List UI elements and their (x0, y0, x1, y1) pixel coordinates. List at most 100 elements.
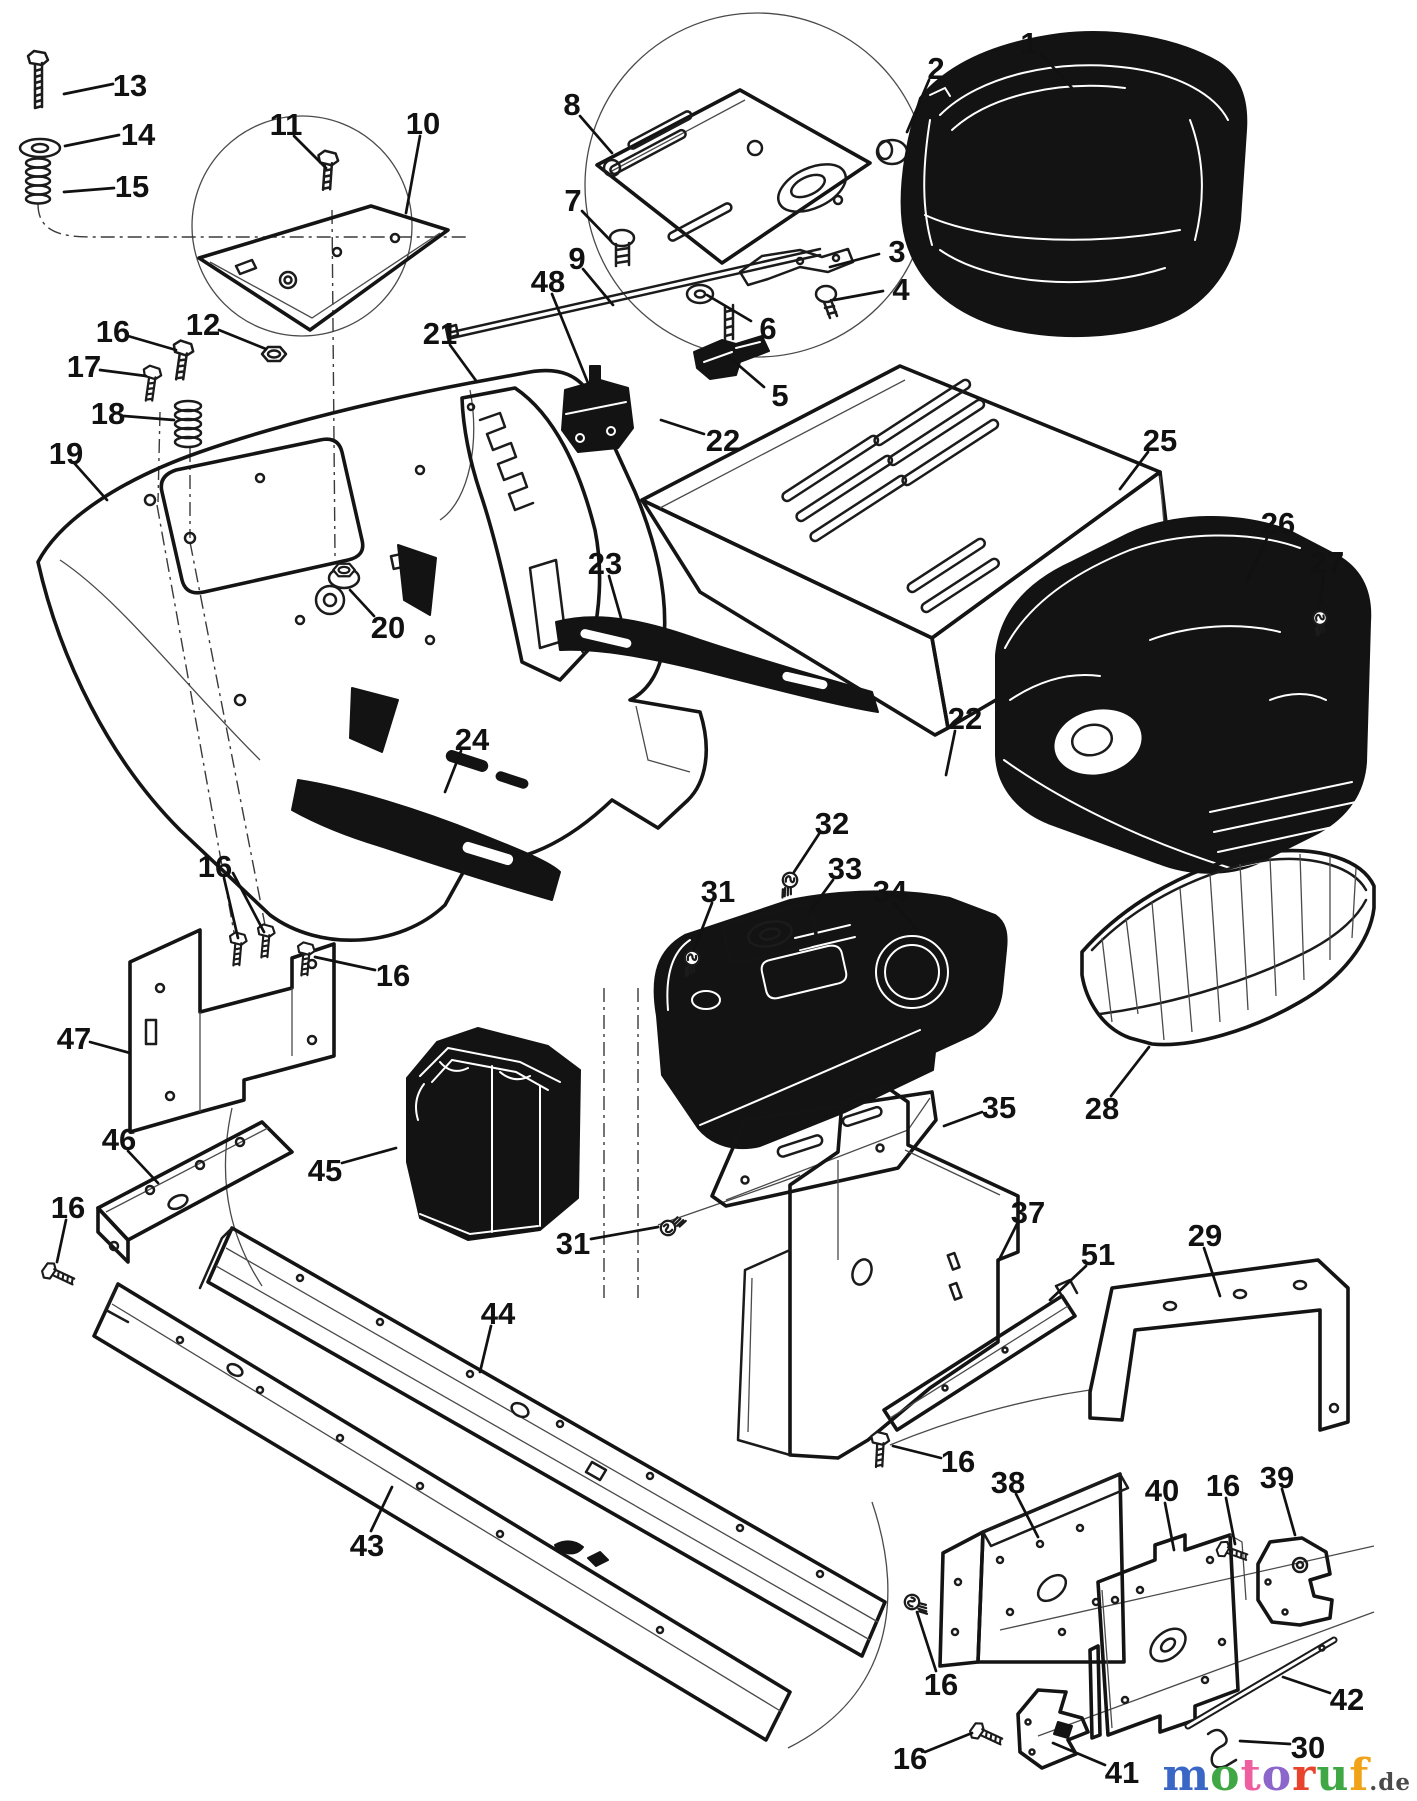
leader-line-7 (580, 209, 613, 243)
part-41-bracket (1016, 1688, 1090, 1770)
part-label-5: 5 (771, 378, 788, 413)
hood-vent-slots (781, 378, 1000, 614)
part-8-seat-plate (595, 88, 872, 265)
leader-line-37 (996, 1222, 1019, 1264)
part-label-42: 42 (1330, 1682, 1364, 1717)
part-label-31: 31 (556, 1226, 590, 1261)
part-label-20: 20 (371, 610, 405, 645)
leader-line-31 (589, 1225, 660, 1241)
leader-line-44 (478, 1324, 493, 1374)
part-19-fender-body (36, 368, 708, 943)
part-label-13: 13 (113, 68, 147, 103)
part-label-37: 37 (1011, 1195, 1045, 1230)
leader-line-16 (126, 334, 178, 352)
part-23-footrest-pad-right (555, 616, 879, 713)
part-label-46: 46 (102, 1122, 136, 1157)
part-label-18: 18 (91, 396, 125, 431)
part-1-seat (900, 31, 1248, 338)
part-label-16: 16 (924, 1667, 958, 1702)
leader-line-2 (905, 78, 931, 134)
motoruf-logo[interactable]: motoruf.de (1163, 1754, 1411, 1798)
leader-line-16 (231, 871, 266, 934)
leader-line-34 (892, 901, 919, 932)
part-28-grille-mesh (1080, 848, 1376, 1047)
leader-line-16 (313, 955, 377, 972)
alignment-line-31b (657, 1174, 801, 1226)
part-label-32: 32 (815, 806, 849, 841)
logo-suffix: .de (1369, 1769, 1411, 1796)
part-14-washer (18, 137, 62, 159)
part-label-14: 14 (121, 117, 156, 152)
leader-line-35 (942, 1110, 984, 1128)
part-label-33: 33 (828, 851, 862, 886)
seat-opening (159, 437, 365, 595)
part-label-35: 35 (982, 1090, 1016, 1125)
leader-line-33 (806, 878, 835, 916)
part-24-footrest-pad-left (291, 779, 561, 901)
pivot-circle-left (191, 115, 413, 337)
part-4-screw (814, 284, 839, 320)
part-label-47: 47 (57, 1021, 91, 1056)
part-37-firewall-panel (736, 1084, 1020, 1460)
logo-letter: o (1210, 1750, 1241, 1801)
leader-line-25 (1118, 450, 1150, 491)
leader-line-17 (98, 368, 148, 378)
leader-line-11 (292, 134, 328, 170)
part-label-26: 26 (1261, 506, 1295, 541)
part-label-16: 16 (198, 849, 232, 884)
leader-line-41 (1051, 1741, 1107, 1767)
logo-letter: r (1292, 1750, 1317, 1801)
logo-letter: o (1261, 1750, 1293, 1801)
part-label-44: 44 (481, 1296, 516, 1331)
part-label-15: 15 (115, 169, 149, 204)
part-label-2: 2 (927, 51, 944, 86)
part-label-16: 16 (96, 314, 130, 349)
part-label-38: 38 (991, 1465, 1025, 1500)
leader-line-39 (1280, 1487, 1297, 1537)
leader-line-18 (122, 414, 176, 422)
part-34-dash-console (653, 890, 1008, 1150)
part-label-16: 16 (893, 1741, 927, 1776)
part-6-washer (685, 283, 715, 305)
leader-line-40 (1163, 1501, 1176, 1552)
part-label-1: 1 (1020, 26, 1037, 61)
leader-line-28 (1109, 1045, 1151, 1098)
part-label-9: 9 (568, 241, 585, 276)
part-label-16: 16 (941, 1444, 975, 1479)
leader-line-19 (73, 462, 109, 502)
part-label-22: 22 (706, 423, 740, 458)
part-label-40: 40 (1145, 1473, 1179, 1508)
logo-letter: m (1162, 1750, 1211, 1801)
leader-line-27 (1318, 573, 1326, 604)
leader-line-16 (55, 1218, 68, 1264)
fender-shadow-wedge-1 (397, 544, 437, 616)
part-20-flange-nut (327, 562, 361, 590)
part-44-frame-rail-right (198, 1226, 887, 1658)
part-16-screws-bottom (868, 1430, 1251, 1751)
centerline-console (603, 988, 639, 1298)
part-label-24: 24 (455, 722, 490, 757)
part-label-10: 10 (406, 106, 440, 141)
leader-line-16 (222, 876, 240, 940)
part-label-25: 25 (1143, 423, 1177, 458)
logo-letter: u (1316, 1750, 1350, 1801)
leader-line-23 (607, 574, 623, 620)
part-33-plate (721, 903, 819, 965)
leader-line-3 (828, 252, 881, 269)
part-2-grommet (875, 138, 909, 166)
fender-shadow-wedge-2 (349, 687, 399, 753)
part-47-battery-bracket (128, 928, 336, 1134)
part-label-8: 8 (563, 87, 580, 122)
part-40-panel (1088, 1533, 1247, 1740)
leader-line-21 (448, 343, 479, 384)
part-label-22: 22 (948, 701, 982, 736)
part-label-27: 27 (1310, 545, 1344, 580)
construction-lines (37, 12, 1375, 1749)
alignment-lines-bottom-right (999, 1545, 1375, 1737)
alignment-line-16e (889, 1389, 1091, 1446)
part-30-cotter-pin (1206, 1728, 1238, 1769)
leader-line-31 (692, 901, 714, 952)
leader-line-1 (1039, 52, 1074, 90)
